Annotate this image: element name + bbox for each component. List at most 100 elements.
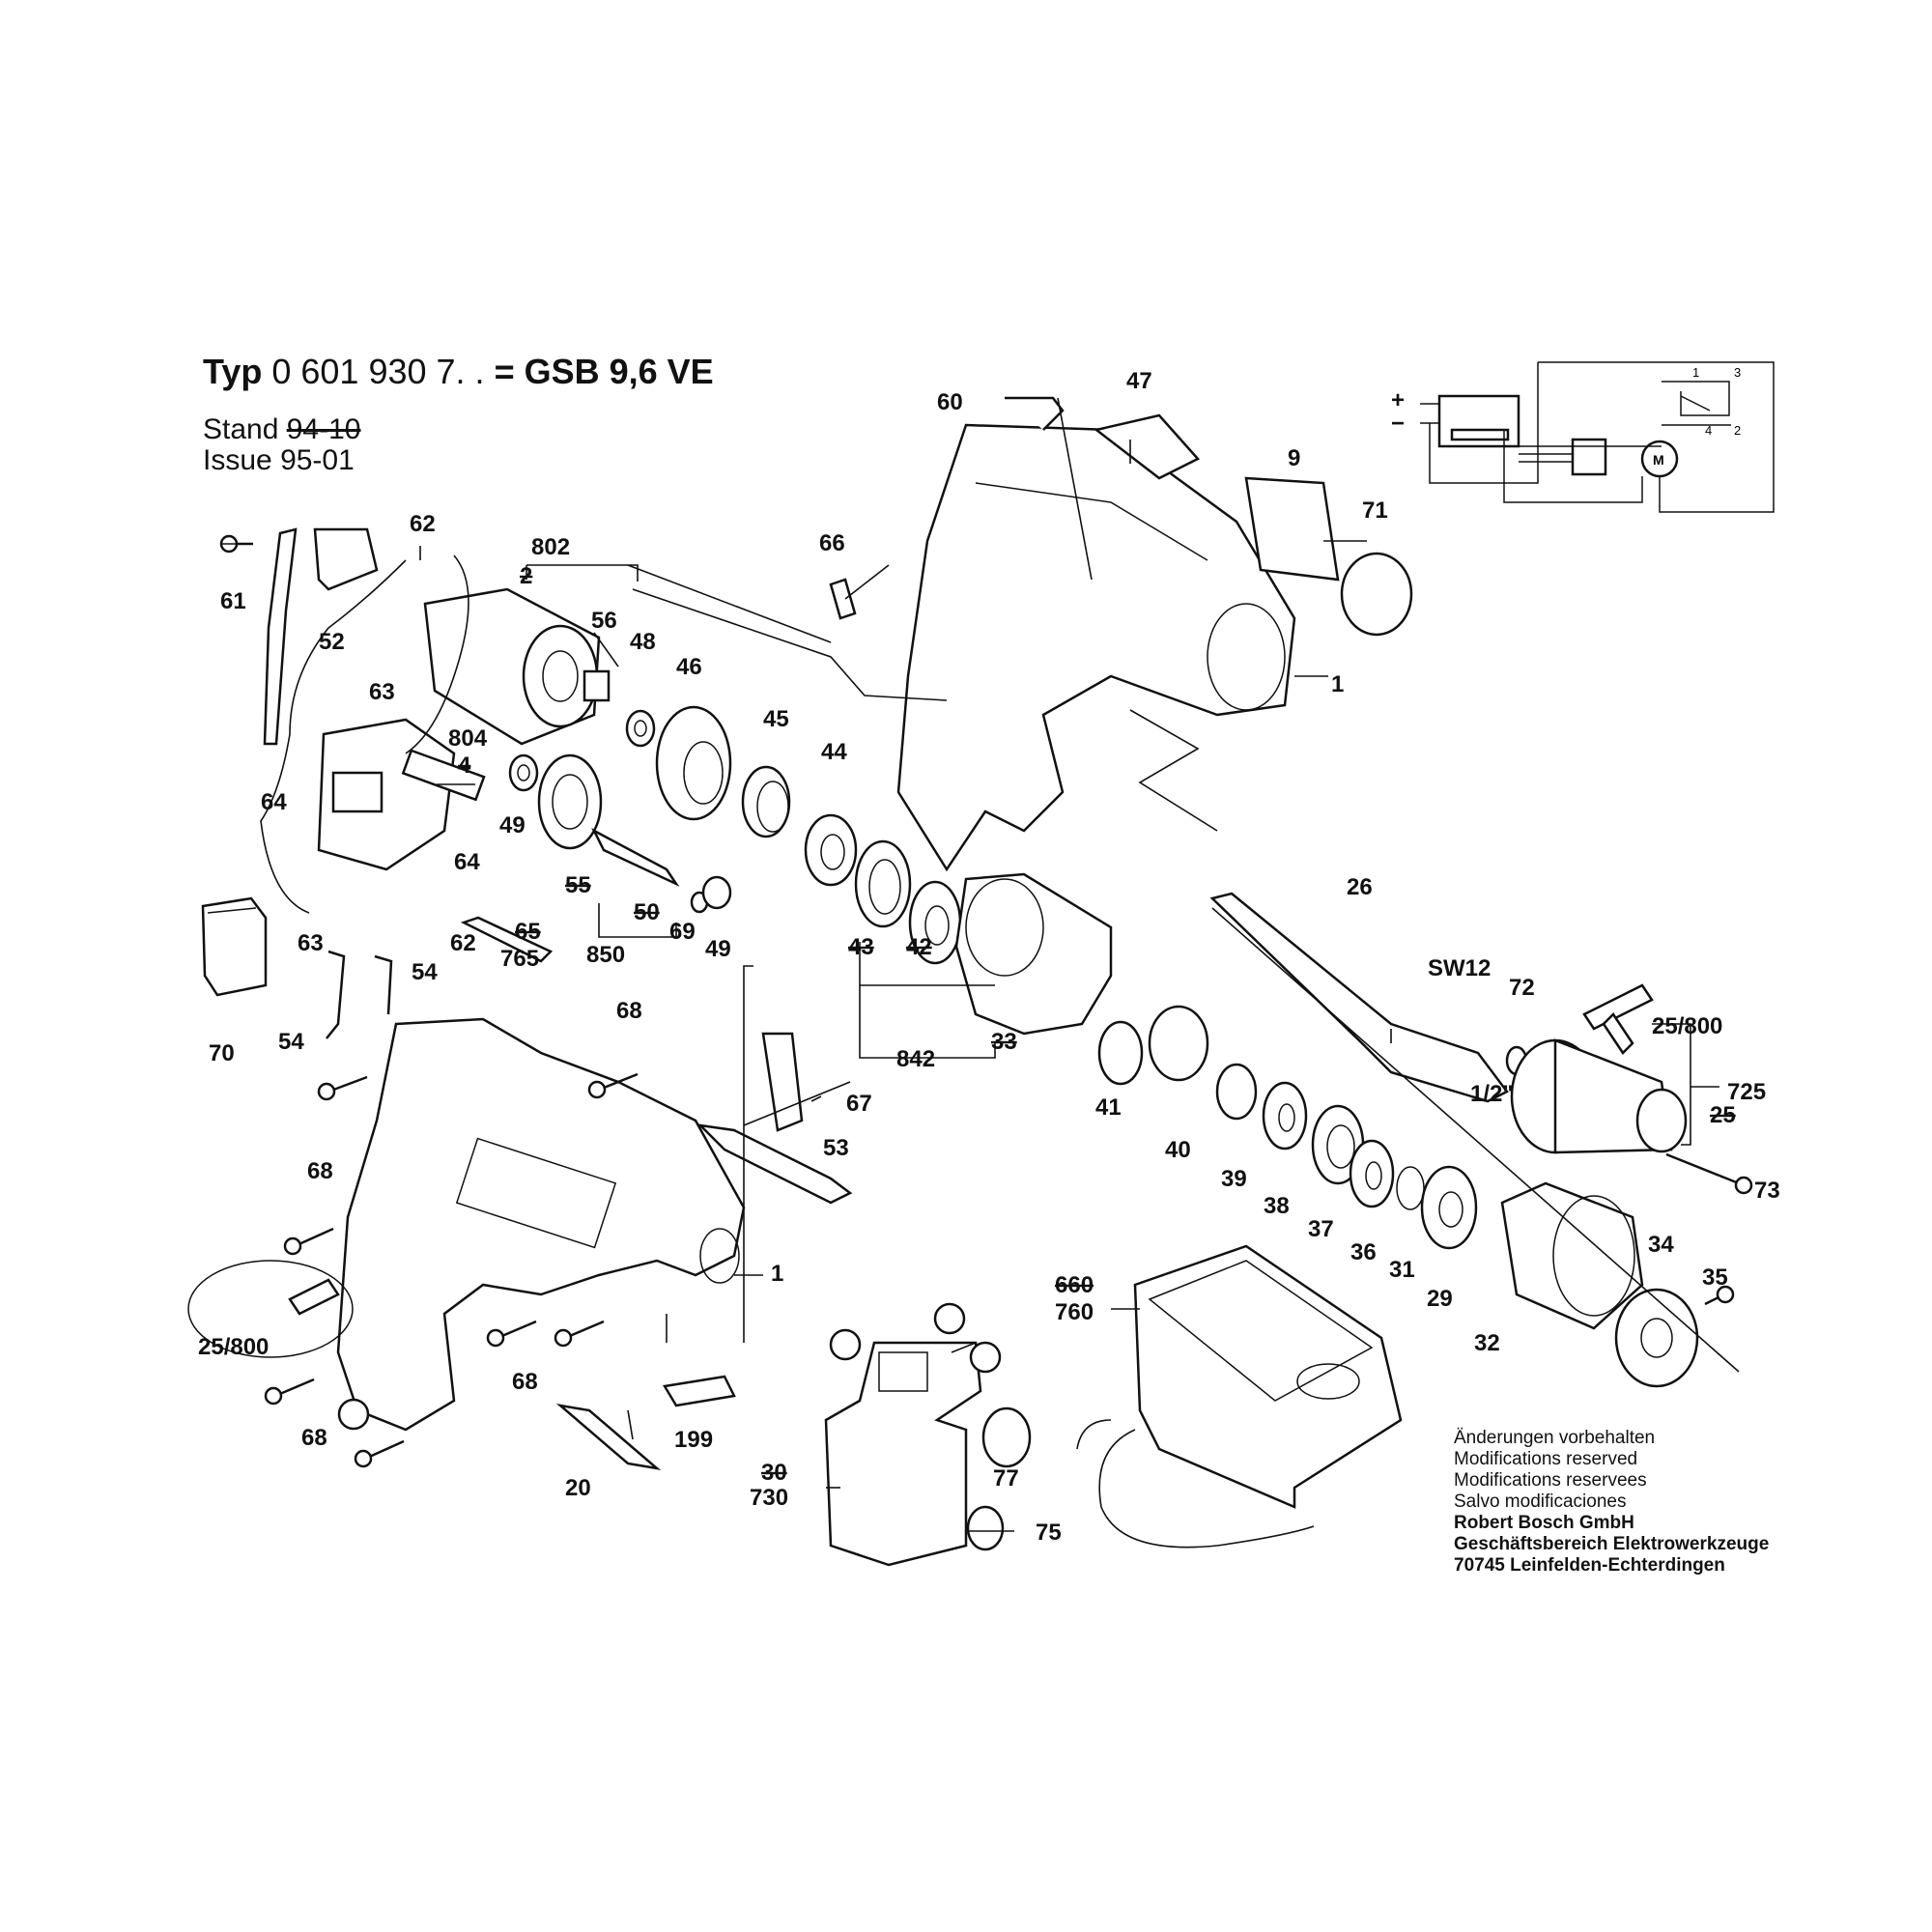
note-line: Änderungen vorbehalten xyxy=(1454,1428,1656,1448)
label-20 xyxy=(555,1404,662,1470)
part-label: 67 xyxy=(846,1091,872,1117)
collar-32 xyxy=(1500,1181,1644,1330)
part-label: 842 xyxy=(896,1046,935,1072)
ring-43 xyxy=(854,839,912,928)
chuck-725 xyxy=(1510,1038,1688,1154)
part-label: 47 xyxy=(1126,368,1152,394)
part-label: 36 xyxy=(1350,1239,1377,1265)
part-label: 31 xyxy=(1389,1257,1415,1283)
part-label: 25/800 xyxy=(198,1334,269,1360)
part-label: 1 xyxy=(771,1261,783,1287)
cam-40 xyxy=(1148,1005,1209,1082)
battery-pack-730 xyxy=(824,1341,982,1567)
clip-66 xyxy=(829,578,857,620)
note-line: Modifications reserved xyxy=(1454,1449,1638,1469)
gear-46 xyxy=(655,705,732,821)
spindle-26 xyxy=(1209,892,1509,1103)
circuit-diagram xyxy=(1420,361,1775,513)
bearing-48 xyxy=(625,709,656,748)
disc-77 xyxy=(981,1406,1032,1468)
circuit-minus: − xyxy=(1391,411,1405,437)
part-label: 199 xyxy=(674,1427,713,1453)
part-label: 35 xyxy=(1702,1264,1728,1291)
chuck-key-25-800 xyxy=(1582,983,1654,1055)
part-label: 56 xyxy=(591,608,617,634)
spring-45 xyxy=(741,765,791,838)
circuit-pin: 4 xyxy=(1705,423,1712,438)
part-label: 1 xyxy=(1331,671,1344,697)
flange-34 xyxy=(1614,1288,1699,1388)
capacitor-70 xyxy=(201,896,268,997)
screw-68-f xyxy=(264,1378,315,1406)
note-line: Salvo modificaciones xyxy=(1454,1492,1627,1512)
stand-label: Stand xyxy=(203,413,279,445)
circuit-pin: 2 xyxy=(1734,423,1741,438)
part-label: 32 xyxy=(1474,1330,1500,1356)
company-division: Geschäftsbereich Elektrowerkzeuge xyxy=(1454,1534,1770,1554)
switch-knob-47 xyxy=(1094,413,1201,480)
washer-44 xyxy=(804,813,858,887)
bearing-69-49 xyxy=(690,875,732,914)
screw-68-e xyxy=(554,1320,605,1348)
part-label: 46 xyxy=(676,654,702,680)
circuit-pin: 3 xyxy=(1734,365,1741,380)
gear-56 xyxy=(537,753,680,888)
part-label: 64 xyxy=(261,789,287,815)
screw-73 xyxy=(1665,1152,1753,1195)
part-label: 4 xyxy=(458,753,471,779)
part-label: 48 xyxy=(630,629,656,655)
switch-804 xyxy=(317,718,486,871)
part-label: 70 xyxy=(209,1040,235,1066)
screw-68-g xyxy=(354,1439,405,1468)
part-label: 72 xyxy=(1509,975,1535,1001)
circuit-plus: + xyxy=(1391,387,1405,413)
cap-25-800 xyxy=(187,1260,354,1358)
company-name: Robert Bosch GmbH xyxy=(1454,1513,1634,1533)
part-label: 49 xyxy=(499,812,526,838)
part-label: 29 xyxy=(1427,1286,1453,1312)
minus-marker-circle xyxy=(969,1341,1002,1374)
part-label: 39 xyxy=(1221,1166,1247,1192)
screw-35 xyxy=(1704,1285,1735,1306)
part-label: 64 xyxy=(454,849,480,875)
spring-39 xyxy=(1215,1063,1258,1121)
label-9 xyxy=(1244,476,1340,582)
part-label: 34 xyxy=(1648,1232,1674,1258)
part-label: 60 xyxy=(937,389,963,415)
part-label: 45 xyxy=(763,706,789,732)
part-label: 75 xyxy=(1036,1520,1062,1546)
part-label: 9 xyxy=(1288,445,1300,471)
circlip-31 xyxy=(1396,1166,1425,1210)
part-label: 68 xyxy=(616,998,642,1024)
part-label: 725 xyxy=(1727,1079,1766,1105)
part-label: SW12 xyxy=(1428,955,1491,981)
issue-line: Issue 95-01 xyxy=(203,444,355,477)
part-label: 68 xyxy=(301,1425,327,1451)
stand-line: Stand 94-10 xyxy=(203,413,360,446)
part-label: 38 xyxy=(1264,1193,1290,1219)
plus-marker-circle xyxy=(933,1302,966,1335)
part-label: 54 xyxy=(278,1029,304,1055)
housing-half-upper xyxy=(896,423,1296,872)
part-label: 1/2" xyxy=(1470,1081,1514,1107)
part-label: 52 xyxy=(319,629,345,655)
part-label: 71 xyxy=(1362,497,1388,524)
circuit-motor-label: M xyxy=(1653,452,1664,468)
gear-housing-33 xyxy=(954,872,1113,1036)
part-label: 20 xyxy=(565,1475,591,1501)
part-label: 30 xyxy=(761,1460,787,1486)
part-label: 73 xyxy=(1754,1178,1780,1204)
part-label: 37 xyxy=(1308,1216,1334,1242)
part-label: 25 xyxy=(1710,1102,1736,1128)
housing-half-lower xyxy=(336,1017,746,1432)
part-label: 50 xyxy=(634,899,660,925)
plate-765 xyxy=(460,916,554,963)
part-label: 43 xyxy=(848,934,874,960)
part-label: 26 xyxy=(1347,874,1373,900)
nut-41 xyxy=(1097,1020,1144,1086)
part-label: 54 xyxy=(412,959,438,985)
spring-53 xyxy=(696,1123,853,1205)
part-label: 25/800 xyxy=(1652,1013,1722,1039)
part-label: 68 xyxy=(512,1369,538,1395)
part-label: 68 xyxy=(307,1158,333,1184)
